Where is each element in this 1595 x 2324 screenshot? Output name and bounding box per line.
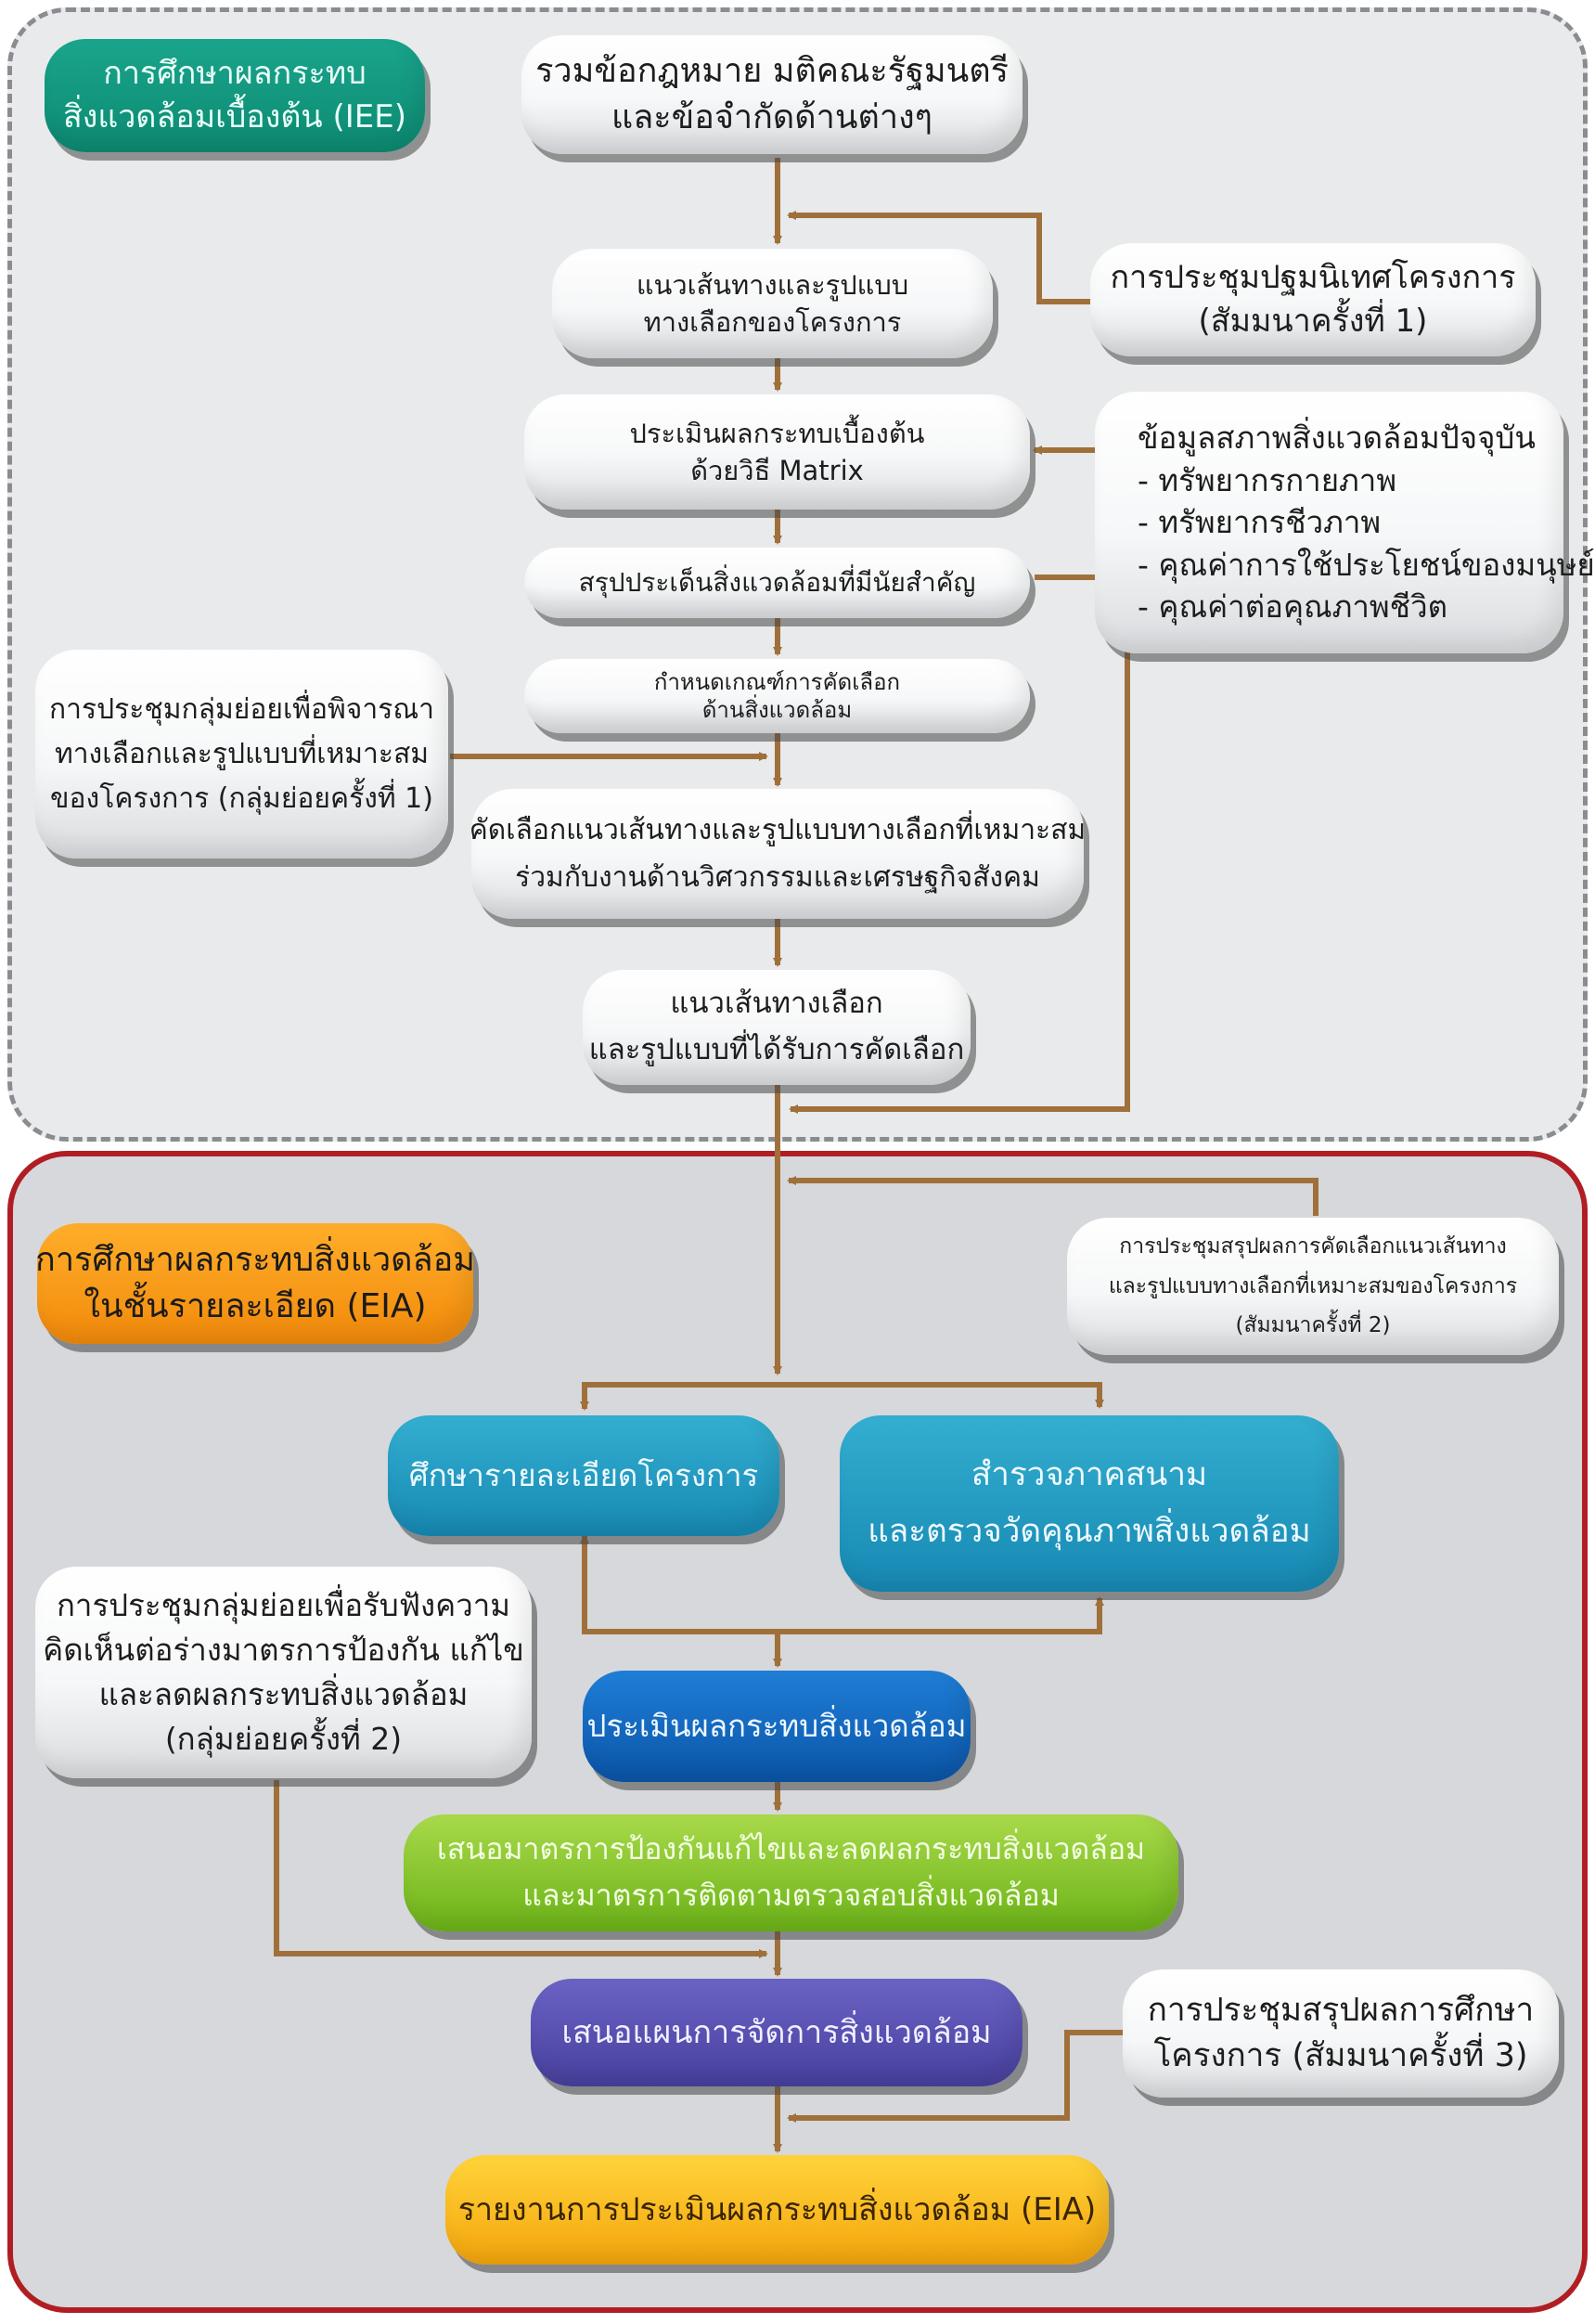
selected-alternative-box: แนวเส้นทางเลือก และรูปแบบที่ได้รับการคัด… [583, 970, 971, 1085]
eia-report-box: รายงานการประเมินผลกระทบสิ่งแวดล้อม (EIA) [445, 2155, 1109, 2265]
seminar2-line-2: และรูปแบบทางเลือกที่เหมาะสมของโครงการ [1108, 1273, 1518, 1298]
subgroup-meeting-2-box: การประชุมกลุ่มย่อยเพื่อรับฟังความ คิดเห็… [35, 1567, 532, 1778]
select-alternatives-box: คัดเลือกแนวเส้นทางและรูปแบบทางเลือกที่เห… [469, 789, 1087, 919]
seminar3-line-1: การประชุมสรุปผลการศึกษา [1147, 1992, 1535, 2029]
orientation-line-1: การประชุมปฐมนิเทศโครงการ [1110, 259, 1516, 297]
routes-box: แนวเส้นทางและรูปแบบ ทางเลือกของโครงการ [552, 249, 993, 358]
environment-data-box: ข้อมูลสภาพสิ่งแวดล้อมปัจจุบัน - ทรัพยากร… [1095, 392, 1595, 653]
seminar-2-box: การประชุมสรุปผลการคัดเลือกแนวเส้นทาง และ… [1067, 1218, 1559, 1355]
subgroup1-line-1: การประชุมกลุ่มย่อยเพื่อพิจารณา [48, 692, 435, 726]
subgroup2-line-3: และลดผลกระทบสิ่งแวดล้อม [98, 1676, 469, 1712]
report-line: รายงานการประเมินผลกระทบสิ่งแวดล้อม (EIA) [457, 2190, 1097, 2228]
subgroup2-line-4: (กลุ่มย่อยครั้งที่ 2) [164, 1720, 403, 1757]
seminar2-line-3: (สัมมนาครั้งที่ 2) [1235, 1313, 1391, 1338]
project-detail-study-box: ศึกษารายละเอียดโครงการ [388, 1415, 779, 1536]
matrix-line-1: ประเมินผลกระทบเบื้องต้น [629, 417, 925, 449]
routes-line-2: ทางเลือกของโครงการ [643, 306, 902, 338]
routes-line-1: แนวเส้นทางและรูปแบบ [636, 268, 909, 301]
env-data-item-quality-of-life: - คุณค่าต่อคุณภาพชีวิต [1138, 588, 1448, 626]
selected-line-1: แนวเส้นทางเลือก [670, 987, 883, 1021]
survey-line-1: สำรวจภาคสนาม [971, 1455, 1208, 1493]
subgroup2-line-2: คิดเห็นต่อร่างมาตรการป้องกัน แก้ไข [43, 1632, 524, 1669]
eia-phase-tag: การศึกษาผลกระทบสิ่งแวดล้อม ในชั้นรายละเอ… [35, 1223, 475, 1344]
subgroup2-line-1: การประชุมกลุ่มย่อยเพื่อรับฟังความ [56, 1587, 511, 1624]
criteria-line-2: ด้านสิ่งแวดล้อม [701, 697, 853, 723]
detail-line: ศึกษารายละเอียดโครงการ [408, 1457, 759, 1494]
orientation-seminar-box: การประชุมปฐมนิเทศโครงการ (สัมมนาครั้งที่… [1090, 243, 1536, 356]
laws-line-2: และข้อจำกัดด้านต่างๆ [611, 98, 933, 136]
iee-tag-line-2: สิ่งแวดล้อมเบื้องต้น (IEE) [63, 98, 406, 136]
seminar2-line-1: การประชุมสรุปผลการคัดเลือกแนวเส้นทาง [1119, 1234, 1507, 1259]
assess-line: ประเมินผลกระทบสิ่งแวดล้อม [586, 1708, 967, 1745]
seminar3-line-2: โครงการ (สัมมนาครั้งที่ 3) [1153, 2037, 1528, 2074]
field-survey-box: สำรวจภาคสนาม และตรวจวัดคุณภาพสิ่งแวดล้อม [840, 1415, 1339, 1592]
select-line-2: ร่วมกับงานด้านวิศวกรรมและเศรษฐกิจสังคม [515, 861, 1040, 894]
key-issues-line: สรุปประเด็นสิ่งแวดล้อมที่มีนัยสำคัญ [578, 566, 976, 598]
management-plan-box: เสนอแผนการจัดการสิ่งแวดล้อม [531, 1979, 1023, 2086]
seminar-3-box: การประชุมสรุปผลการศึกษา โครงการ (สัมมนาค… [1123, 1969, 1559, 2098]
iee-tag-line-1: การศึกษาผลกระทบ [103, 55, 367, 93]
arrow-merge [582, 1582, 1104, 1634]
arrow-subgroup2-to-spine [274, 1780, 768, 1958]
measures-line-2: และมาตรการติดตามตรวจสอบสิ่งแวดล้อม [522, 1878, 1060, 1913]
iee-phase-tag: การศึกษาผลกระทบ สิ่งแวดล้อมเบื้องต้น (IE… [45, 39, 425, 152]
selected-line-2: และรูปแบบที่ได้รับการคัดเลือก [588, 1033, 965, 1066]
env-data-item-physical: - ทรัพยากรกายภาพ [1138, 461, 1397, 498]
arrow-split [582, 1382, 1104, 1409]
impact-assessment-box: ประเมินผลกระทบสิ่งแวดล้อม [583, 1671, 971, 1782]
arrow-issues-bypass [789, 575, 1130, 1114]
select-line-1: คัดเลือกแนวเส้นทางและรูปแบบทางเลือกที่เห… [469, 814, 1087, 846]
orientation-line-2: (สัมมนาครั้งที่ 1) [1198, 303, 1428, 340]
mitigation-measures-box: เสนอมาตรการป้องกันแก้ไขและลดผลกระทบสิ่งแ… [404, 1814, 1178, 1931]
laws-line-1: รวมข้อกฎหมาย มติคณะรัฐมนตรี [535, 52, 1009, 91]
subgroup1-line-2: ทางเลือกและรูปแบบที่เหมาะสม [54, 737, 430, 770]
subgroup-meeting-1-box: การประชุมกลุ่มย่อยเพื่อพิจารณา ทางเลือกแ… [35, 650, 448, 859]
survey-line-2: และตรวจวัดคุณภาพสิ่งแวดล้อม [868, 1513, 1311, 1550]
laws-box: รวมข้อกฎหมาย มติคณะรัฐมนตรี และข้อจำกัดด… [521, 35, 1023, 154]
eia-tag-line-1: การศึกษาผลกระทบสิ่งแวดล้อม [35, 1241, 475, 1280]
arrow-seminar2-to-spine [787, 1176, 1318, 1216]
matrix-line-2: ด้วยวิธี Matrix [690, 455, 864, 486]
key-issues-box: สรุปประเด็นสิ่งแวดล้อมที่มีนัยสำคัญ [524, 548, 1030, 618]
arrow-seminar3-to-spine [787, 2030, 1123, 2123]
arrow-orientation-to-spine [787, 211, 1090, 304]
plan-line: เสนอแผนการจัดการสิ่งแวดล้อม [561, 2013, 992, 2051]
matrix-assessment-box: ประเมินผลกระทบเบื้องต้น ด้วยวิธี Matrix [524, 394, 1030, 510]
env-data-item-human-use: - คุณค่าการใช้ประโยชน์ของมนุษย์ [1138, 546, 1595, 583]
measures-line-1: เสนอมาตรการป้องกันแก้ไขและลดผลกระทบสิ่งแ… [436, 1831, 1146, 1867]
subgroup1-line-3: ของโครงการ (กลุ่มย่อยครั้งที่ 1) [50, 781, 433, 815]
criteria-box: กำหนดเกณฑ์การคัดเลือก ด้านสิ่งแวดล้อม [524, 659, 1030, 733]
criteria-line-1: กำหนดเกณฑ์การคัดเลือก [653, 669, 901, 695]
env-data-item-biological: - ทรัพยากรชีวภาพ [1138, 504, 1382, 541]
eia-tag-line-2: ในชั้นรายละเอียด (EIA) [84, 1287, 427, 1325]
env-data-title: ข้อมูลสภาพสิ่งแวดล้อมปัจจุบัน [1138, 420, 1536, 457]
